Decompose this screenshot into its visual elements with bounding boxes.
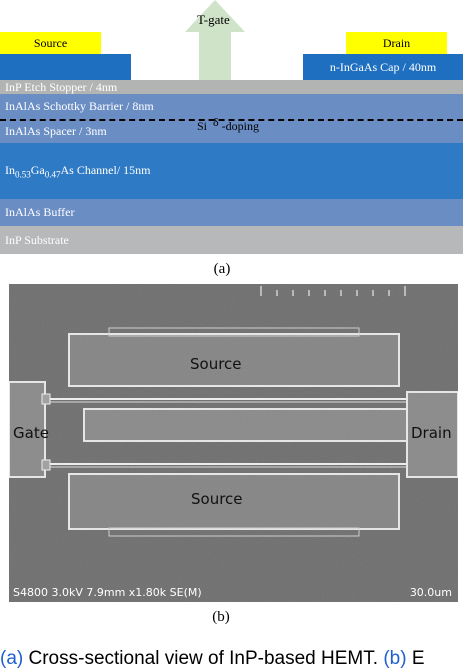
layer-substrate: InP Substrate [0, 226, 463, 254]
sem-scale-label: 30.0um [409, 586, 452, 599]
sem-label-source-top: Source [190, 355, 242, 373]
drain-contact: Drain [346, 32, 447, 54]
layer-etch-stopper: InP Etch Stopper / 4nm [0, 80, 463, 94]
delta-doping-line [0, 119, 463, 121]
t-gate-arrow [185, 0, 245, 80]
t-gate-label: T-gate [197, 12, 230, 27]
figure-caption: (a) Cross-sectional view of InP-based HE… [0, 648, 425, 669]
sem-scale-ticks [260, 286, 406, 296]
caption-a: (a) [213, 261, 231, 277]
sem-info-bar: S4800 3.0kV 7.9mm x1.80k SE(M) [13, 586, 202, 599]
drain-cap: n-InGaAs Cap / 40nm [303, 54, 463, 80]
sem-micrograph: Source Gate Drain Source S4800 3.0kV 7.9… [9, 284, 458, 602]
sem-label-drain: Drain [411, 424, 452, 442]
source-contact: Source [0, 32, 101, 54]
caption-b: (b) [212, 609, 230, 625]
layer-buffer: InAlAs Buffer [0, 199, 463, 226]
source-cap [0, 54, 131, 80]
layer-schottky-barrier: InAlAs Schottky Barrier / 8nm [0, 94, 463, 119]
layer-channel: In0.53Ga0.47As Channel/ 15nm [0, 143, 463, 199]
layer-spacer: InAlAs Spacer / 3nm [0, 119, 463, 143]
sem-label-source-bottom: Source [191, 490, 243, 508]
sem-device-outline [9, 284, 458, 602]
sem-label-gate: Gate [13, 424, 49, 442]
delta-doping-label: Si δ -doping [197, 115, 260, 133]
